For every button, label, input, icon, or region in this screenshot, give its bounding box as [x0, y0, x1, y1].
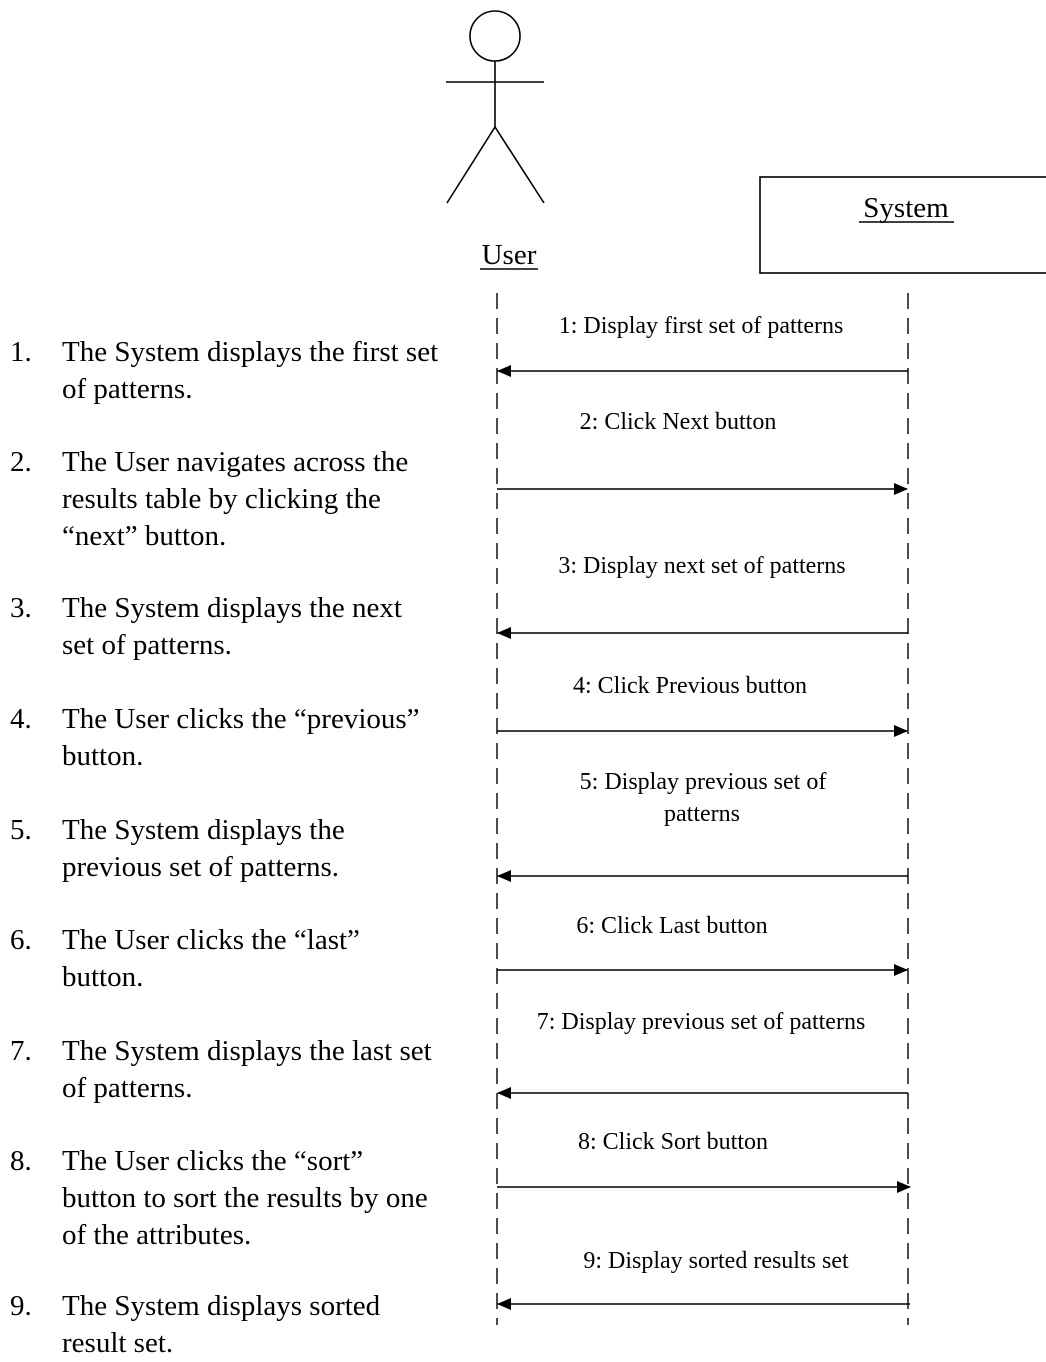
message-5-label: 5: Display previous set of	[580, 769, 827, 795]
system-object-label: System	[863, 192, 949, 224]
user-actor-figure	[446, 10, 545, 204]
step-text: The System displays the previous set of …	[62, 814, 345, 883]
step-number: 7.	[10, 1035, 32, 1067]
step-number: 2.	[10, 446, 32, 478]
step-number: 8.	[10, 1145, 32, 1177]
message-6-label: 6: Click Last button	[576, 913, 767, 939]
step-number: 3.	[10, 592, 32, 624]
step-number: 6.	[10, 924, 32, 956]
step-text: The User navigates across the results ta…	[62, 446, 409, 552]
step-text: The System displays sorted result set.	[62, 1290, 381, 1359]
message-3-label: 3: Display next set of patterns	[558, 553, 845, 579]
step-number: 4.	[10, 703, 32, 735]
actor-left-leg	[446, 126, 496, 204]
system-object-box	[759, 176, 1046, 274]
message-1-label: 1: Display first set of patterns	[559, 313, 844, 339]
actor-right-leg	[494, 126, 545, 204]
actor-head	[469, 10, 521, 62]
message-5-label-line-2: patterns	[664, 801, 740, 827]
step-number: 5.	[10, 814, 32, 846]
step-text: The User clicks the “last” button.	[62, 924, 360, 993]
step-text: The System displays the next set of patt…	[62, 592, 402, 661]
step-text: The System displays the first set of pat…	[62, 336, 439, 405]
message-9-label: 9: Display sorted results set	[583, 1248, 849, 1274]
step-number: 1.	[10, 336, 32, 368]
message-2-label: 2: Click Next button	[580, 409, 777, 435]
step-text: The User clicks the “previous” button.	[62, 703, 420, 772]
step-number: 9.	[10, 1290, 32, 1322]
step-text: The System displays the last set of patt…	[62, 1035, 432, 1104]
message-7-label: 7: Display previous set of patterns	[537, 1009, 866, 1035]
message-8-label: 8: Click Sort button	[578, 1129, 768, 1155]
user-actor-label: User	[482, 239, 537, 271]
message-4-label: 4: Click Previous button	[573, 673, 807, 699]
step-text: The User clicks the “sort” button to sor…	[62, 1145, 428, 1251]
